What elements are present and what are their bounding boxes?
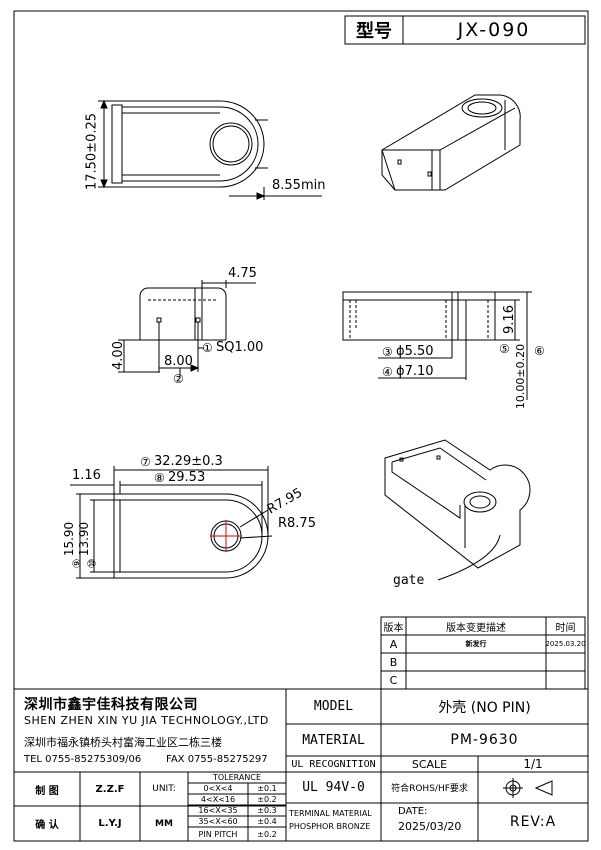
tolerance-value-1: ±0.1 — [257, 784, 277, 793]
spec-rohs: 符合ROHS/HF要求 — [391, 784, 468, 794]
dim-back-height: 9.16 — [501, 305, 517, 334]
dim-plan-callout-9: ⑨ — [70, 558, 84, 569]
unit-value: MM — [155, 818, 173, 829]
rev-row-a-version: A — [389, 637, 398, 651]
tolerance-range-5: PIN PITCH — [198, 829, 238, 839]
model-box — [344, 15, 586, 45]
dim-plan-w1: 15.90 — [62, 521, 77, 557]
tolerance-value-2: ±0.2 — [257, 795, 277, 804]
sheet-border — [13, 10, 589, 842]
dim-side-callout-1: ① — [202, 341, 213, 355]
spec-ul-label: UL RECOGNITION — [291, 758, 376, 770]
company-address: 深圳市福永镇桥头村富海工业区二栋三楼 — [24, 736, 222, 749]
dim-side-slot: 8.00 — [164, 354, 193, 369]
side-view — [118, 280, 256, 378]
title-block-lines — [14, 688, 588, 841]
dim-plan-callout-8: ⑧ — [154, 471, 165, 485]
rev-header-date: 时间 — [555, 622, 576, 634]
dim-side-top: 4.75 — [228, 266, 257, 281]
dim-front-depth: 8.55min — [272, 178, 326, 193]
tolerance-value-5: ±0.2 — [257, 829, 277, 839]
tolerance-range-2: 4<X<16 — [200, 795, 236, 804]
company-name-cn: 深圳市鑫宇佳科技有限公司 — [24, 697, 198, 713]
spec-ul-value: UL 94V-0 — [302, 780, 365, 795]
dim-side-height: 4.00 — [110, 341, 126, 370]
tolerance-range-3: 16<X<35 — [198, 806, 238, 815]
spec-model-value: 外壳 (NO PIN) — [438, 699, 531, 716]
company-fax: FAX 0755-85275297 — [166, 754, 268, 765]
dim-plan-wall: 1.16 — [72, 468, 101, 483]
dim-plan-callout-10: ⑩ — [85, 558, 99, 569]
company-tel: TEL 0755-85275309/06 — [24, 754, 142, 765]
dim-back-callout-4: ④ — [382, 365, 393, 379]
spec-material-value: PM-9630 — [450, 732, 519, 748]
check-label: 确 认 — [35, 820, 59, 831]
dim-plan-inner: 29.53 — [168, 470, 206, 485]
model-label: 型号 — [356, 21, 392, 42]
spec-rev: REV:A — [509, 814, 557, 830]
spec-terminal-label-1: TERMINAL MATERIAL — [289, 809, 372, 818]
spec-material-label: MATERIAL — [302, 732, 365, 748]
dim-plan-length: 32.29±0.3 — [154, 454, 223, 469]
unit-label: UNIT: — [152, 784, 176, 794]
dim-side-callout-2: ② — [173, 372, 184, 386]
spec-terminal-label-2: PHOSPHOR BRONZE — [289, 822, 371, 831]
model-value: JX-090 — [457, 19, 531, 41]
rev-header-version: 版本 — [383, 622, 404, 634]
rev-row-b-version: B — [389, 655, 398, 669]
spec-scale-value: 1/1 — [523, 757, 543, 771]
dim-back-callout-3: ③ — [382, 345, 393, 359]
tolerance-title: TOLERANCE — [212, 773, 262, 782]
spec-model-label: MODEL — [313, 699, 354, 714]
rev-row-c-version: C — [389, 673, 398, 687]
dim-back-total: 10.00±0.20 — [514, 343, 528, 410]
draw-label: 制 图 — [35, 785, 59, 797]
dim-back-d1: ϕ5.50 — [396, 344, 434, 359]
projection-symbol-icon — [503, 778, 553, 798]
spec-date-label: DATE: — [398, 806, 428, 817]
dim-plan-r2: R8.75 — [278, 516, 316, 531]
rev-header-desc: 版本变更描述 — [446, 622, 506, 634]
back-view — [342, 291, 532, 400]
dim-back-callout-5: ⑤ — [499, 342, 510, 356]
dim-side-sq: SQ1.00 — [216, 340, 264, 355]
plan-view — [70, 466, 273, 579]
dim-plan-callout-7: ⑦ — [140, 455, 151, 469]
spec-scale-label: SCALE — [411, 757, 448, 771]
tolerance-value-4: ±0.4 — [257, 817, 277, 826]
spec-date-value: 2025/03/20 — [398, 820, 462, 833]
front-view — [98, 99, 322, 200]
rev-row-a-date: 2025.03.20 — [545, 640, 586, 648]
tolerance-range-1: 0<X<4 — [203, 784, 233, 793]
dim-front-height: 17.50±0.25 — [84, 112, 100, 191]
dim-back-callout-6: ⑥ — [534, 344, 545, 358]
gate-label: gate — [393, 573, 425, 588]
draw-name: Z.Z.F — [95, 783, 125, 795]
check-name: L.Y.J — [98, 818, 122, 829]
tolerance-range-4: 35<X<60 — [198, 817, 238, 826]
tolerance-value-3: ±0.3 — [257, 806, 277, 815]
company-name-en: SHEN ZHEN XIN YU JIA TECHNOLOGY.,LTD — [24, 714, 269, 727]
iso-view-top — [381, 94, 521, 191]
dim-plan-w2: 13.90 — [77, 521, 92, 557]
rev-row-a-desc: 新发行 — [465, 640, 487, 648]
dim-back-d2: ϕ7.10 — [396, 364, 434, 379]
iso-view-bottom — [384, 439, 531, 581]
revision-table — [380, 616, 586, 690]
